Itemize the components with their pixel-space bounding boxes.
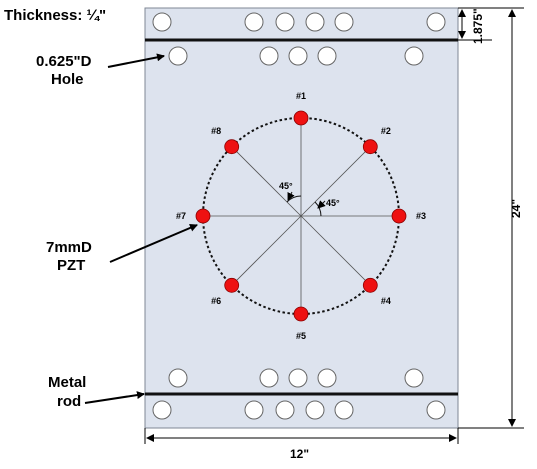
hole	[317, 368, 337, 388]
dim-width-label: 12"	[290, 447, 309, 461]
hole	[244, 400, 264, 420]
pzt-pointer-arrow	[109, 224, 198, 263]
angle-pointer-upper	[287, 191, 295, 201]
hole	[259, 368, 279, 388]
hole-label-line1: 0.625"D	[36, 53, 92, 70]
pzt-label-line1: 7mmD	[46, 239, 92, 256]
spoke-line	[231, 215, 302, 286]
hole	[275, 400, 295, 420]
spoke-line	[300, 146, 371, 217]
hole	[288, 46, 308, 66]
pzt-sensor-label: #1	[296, 91, 306, 101]
pzt-sensor	[391, 208, 407, 224]
holes	[152, 12, 446, 420]
hole	[305, 400, 325, 420]
hole-pointer-arrow	[107, 53, 165, 68]
hole	[317, 46, 337, 66]
rod-pointer-arrow	[84, 391, 145, 404]
pzt-sensor	[224, 277, 240, 293]
pzt-sensor-label: #2	[381, 126, 391, 136]
hole	[426, 400, 446, 420]
pzt-sensor	[362, 277, 378, 293]
pzt-sensor	[195, 208, 211, 224]
angle-label-upper: 45°	[279, 181, 293, 191]
rod-label-line2: rod	[57, 393, 81, 410]
pzt-sensor	[362, 139, 378, 155]
hole	[334, 400, 354, 420]
pzt-label-line2: PZT	[57, 257, 85, 274]
hole	[305, 12, 325, 32]
hole	[259, 46, 279, 66]
hole	[152, 12, 172, 32]
hole	[404, 46, 424, 66]
angle-pointer-right	[317, 200, 326, 209]
hole	[334, 12, 354, 32]
pzt-sensor	[293, 306, 309, 322]
hole	[275, 12, 295, 32]
plate	[144, 7, 459, 429]
pzt-sensors: #1 #2 #3 #4 #5 #6 #7 #8	[176, 91, 426, 341]
pzt-sensor-label: #4	[381, 296, 391, 306]
pzt-sensor	[293, 110, 309, 126]
hole	[426, 12, 446, 32]
pzt-sensor-label: #7	[176, 211, 186, 221]
hole-label-line2: Hole	[51, 71, 84, 88]
thickness-label: Thickness: ¼"	[4, 7, 106, 24]
hole	[288, 368, 308, 388]
spoke-line	[231, 146, 302, 217]
hole	[404, 368, 424, 388]
hole	[168, 368, 188, 388]
pzt-sensor-label: #8	[211, 126, 221, 136]
hole	[244, 12, 264, 32]
pzt-sensor-label: #5	[296, 331, 306, 341]
spokes	[203, 118, 399, 314]
pzt-sensor-label: #6	[211, 296, 221, 306]
rod-label-line1: Metal	[48, 374, 86, 391]
pzt-sensor-label: #3	[416, 211, 426, 221]
hole	[152, 400, 172, 420]
pzt-sensor	[224, 139, 240, 155]
angle-label-right: 45°	[326, 198, 340, 208]
spoke-line	[300, 215, 371, 286]
hole	[168, 46, 188, 66]
dim-offset-label: 1.875"	[471, 8, 485, 44]
dim-height-label: 24"	[509, 199, 523, 218]
